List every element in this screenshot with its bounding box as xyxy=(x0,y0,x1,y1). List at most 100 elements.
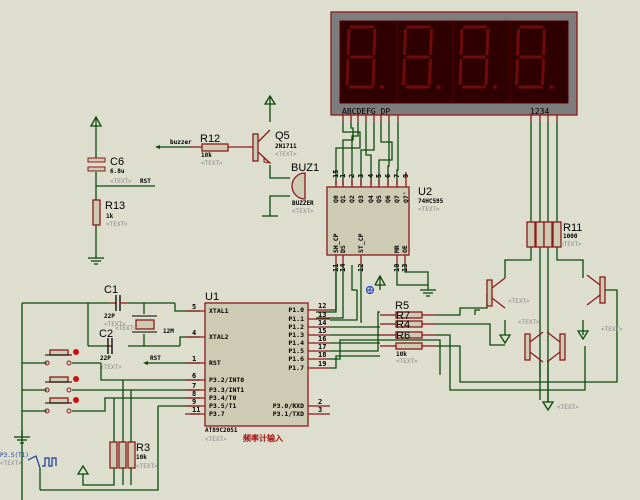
u1-pin-name: P3.4/T0 xyxy=(209,394,236,402)
u1-text: <TEXT> xyxy=(205,436,227,443)
power-arrow xyxy=(89,115,103,127)
u2-pin-name: MR xyxy=(393,245,401,253)
segment xyxy=(515,58,519,86)
segment xyxy=(484,58,489,86)
r5-text: <TEXT> xyxy=(396,358,418,365)
net-label-buzzer: buzzer xyxy=(170,139,192,146)
power-arrow xyxy=(374,274,387,290)
u2-pin-number: 9 xyxy=(402,174,410,178)
segment xyxy=(485,28,490,56)
u1-pin-number: 8 xyxy=(192,390,196,398)
u1-pin-number: 18 xyxy=(318,351,326,359)
signal-label: P3.5(T1) xyxy=(0,452,29,459)
u1-pin-name: P3.3/INT1 xyxy=(209,386,244,394)
r3-ref: R3 xyxy=(136,442,150,454)
segment xyxy=(458,58,463,86)
u1-pin-number: 1 xyxy=(192,355,196,363)
u2-pin-number: 2 xyxy=(348,174,356,178)
r13-value: 1k xyxy=(106,213,114,220)
c2-value: 22P xyxy=(100,355,111,362)
digit-pin-label: 1234 xyxy=(530,107,549,116)
transistor-text-3: <TEXT> xyxy=(601,326,623,333)
r3-resistor-pack[interactable]: R3 10k <TEXT> xyxy=(109,441,158,470)
u2-74hc595[interactable]: 15Q01Q12Q23Q34Q45Q56Q67Q79Q7'11SH_CP14DS… xyxy=(326,170,444,272)
r13-resistor[interactable]: R13 1k <TEXT> xyxy=(92,199,128,228)
pnp-transistor-4[interactable] xyxy=(546,331,566,363)
c6-capacitor[interactable]: C6 6.8u <TEXT> xyxy=(87,156,132,185)
button-indicator xyxy=(73,397,79,403)
probe-marker[interactable] xyxy=(366,286,374,294)
c6-text: <TEXT> xyxy=(110,178,132,185)
u1-pin-name: P3.1/TXD xyxy=(273,410,304,418)
u1-caption: 频率计输入 xyxy=(243,433,283,443)
u1-pin-number: 3 xyxy=(318,406,322,414)
u1-pin-name: RST xyxy=(209,359,221,367)
segment xyxy=(371,58,376,86)
buz1-buzzer[interactable]: BUZ1 BUZZER <TEXT> xyxy=(291,162,319,215)
ground-symbol xyxy=(420,289,436,297)
x1-value: 12M xyxy=(163,328,174,335)
c1-capacitor[interactable]: C1 22P <TEXT> xyxy=(104,284,128,328)
u1-pin-name: XTAL2 xyxy=(209,333,229,341)
ground-symbol xyxy=(14,430,30,444)
r7-ref: R7 xyxy=(396,310,410,322)
segment xyxy=(403,28,407,56)
decimal-point xyxy=(436,85,441,89)
segment xyxy=(516,28,520,56)
pnp-transistor-2[interactable] xyxy=(586,274,606,306)
u1-part: AT89C2051 xyxy=(205,427,238,434)
segment xyxy=(345,58,350,86)
u2-pin-number: 4 xyxy=(367,174,375,178)
signal-text: <TEXT> xyxy=(0,460,22,467)
segment xyxy=(541,58,545,86)
r12-text: <TEXT> xyxy=(201,160,223,167)
net-label-rst: RST xyxy=(140,178,151,185)
pnp-transistor-1[interactable] xyxy=(486,277,506,309)
u1-pin-number: 17 xyxy=(318,343,326,351)
u2-pin-name: Q5 xyxy=(375,195,383,203)
u2-pin-name: Q2 xyxy=(348,195,356,203)
u1-pin-name: P1.5 xyxy=(288,347,304,355)
u2-pin-number: 7 xyxy=(393,174,401,178)
r4-ref: R4 xyxy=(396,319,410,331)
digit-2 xyxy=(402,25,441,89)
r11-ref: R11 xyxy=(563,222,582,234)
u1-pin-number: 11 xyxy=(192,406,200,414)
u1-pin-number: 9 xyxy=(192,398,196,406)
u1-pin-number: 4 xyxy=(192,329,196,337)
c1-text: <TEXT> xyxy=(104,321,126,328)
u2-pin-number: 5 xyxy=(375,174,383,178)
u2-pin-number: 15 xyxy=(332,170,340,178)
button-indicator xyxy=(73,376,79,382)
q5-transistor[interactable]: Q5 2N1711 <TEXT> xyxy=(252,129,297,164)
u2-pin-name: Q7 xyxy=(393,195,401,203)
signal-generator[interactable]: P3.5(T1) <TEXT> xyxy=(0,452,57,469)
push-button-1[interactable] xyxy=(44,349,79,366)
q5-text: <TEXT> xyxy=(275,151,297,158)
u2-pin-name: Q7' xyxy=(402,191,410,203)
seven-segment-display[interactable]: ABCDEFG DP 1234 xyxy=(330,11,578,116)
buz1-ref: BUZ1 xyxy=(291,162,319,174)
r12-resistor[interactable]: R12 10k <TEXT> xyxy=(190,133,253,167)
q5-ref: Q5 xyxy=(275,130,290,142)
ground-text: <TEXT> xyxy=(557,404,579,411)
u1-pin-name: P1.4 xyxy=(288,339,304,347)
transistor-text-2: <TEXT> xyxy=(518,319,540,326)
button-indicator xyxy=(73,349,79,355)
u2-pin-number: 6 xyxy=(384,174,392,178)
u1-pin-number: 12 xyxy=(318,302,326,310)
c2-capacitor[interactable]: C2 22P <TEXT> xyxy=(99,328,122,371)
r11-resistor-pack[interactable]: R11 1000 <TEXT> xyxy=(526,221,582,248)
pnp-transistor-3[interactable] xyxy=(524,331,544,363)
net-label-rst-u1: RST xyxy=(150,355,161,362)
u1-pin-name: P3.5/T1 xyxy=(209,402,236,410)
power-arrow xyxy=(263,94,277,105)
u1-pin-number: 6 xyxy=(192,372,196,380)
r5-resistor-pack[interactable]: R5 R7 R4 R6 10k <TEXT> xyxy=(380,300,436,365)
r3-value: 10k xyxy=(136,454,147,461)
r12-ref: R12 xyxy=(200,133,220,145)
display-bus-wires xyxy=(335,122,558,222)
x1-crystal[interactable]: <TEXT> 12M xyxy=(115,315,174,335)
